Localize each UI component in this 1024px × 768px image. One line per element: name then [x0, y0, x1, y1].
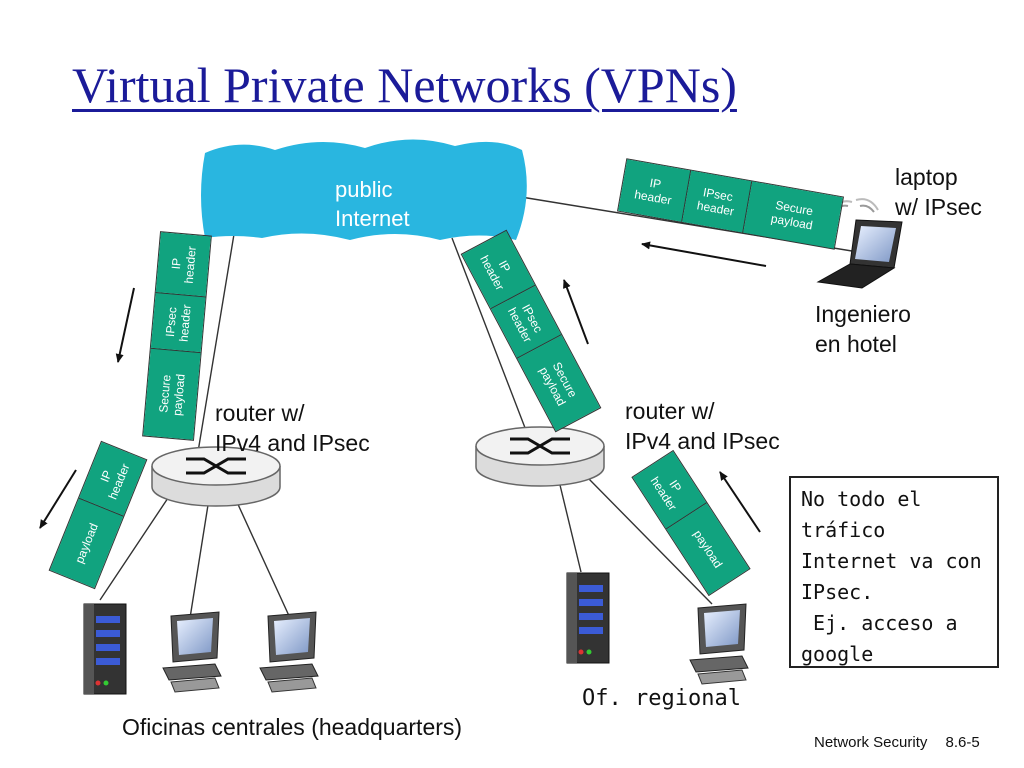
- note-line: Ej. acceso a: [801, 611, 958, 635]
- link-regional-router-pc: [587, 477, 713, 605]
- note-line: tráfico: [801, 518, 886, 542]
- router-regional-icon: [475, 426, 605, 487]
- arrow-regional-lower-up: [719, 471, 761, 533]
- footer-section-title: Network Security: [814, 734, 928, 751]
- slide-footer: Network Security 8.6-5: [814, 734, 980, 751]
- ipsec-note-box: No todo el tráfico Internet va con IPsec…: [789, 476, 999, 668]
- note-line: No todo el: [801, 487, 922, 511]
- note-line: google: [801, 642, 874, 666]
- link-hq-router-pc1: [189, 504, 209, 619]
- public-internet-cloud: [201, 139, 527, 240]
- router-hq-icon: [151, 446, 281, 507]
- network-links: [99, 195, 859, 619]
- server-regional-icon: [566, 572, 610, 664]
- link-hq-router-server: [99, 497, 169, 601]
- footer-slide-number: 8.6-5: [945, 734, 980, 751]
- workstation-regional-icon: [689, 603, 749, 685]
- arrow-regional-up: [563, 279, 589, 345]
- link-cloud-regional-router: [451, 237, 533, 447]
- engineer-hotel-label: Ingeniero en hotel: [815, 301, 911, 357]
- slide-title: Virtual Private Networks (VPNs): [72, 57, 737, 113]
- link-regional-router-server: [559, 484, 582, 573]
- public-internet-label: public Internet: [335, 177, 410, 231]
- arrow-hq-down: [115, 287, 135, 363]
- regional-office-label: Of. regional: [582, 686, 741, 711]
- laptop-label: laptop w/ IPsec: [895, 164, 982, 220]
- direction-arrows: [39, 241, 767, 533]
- arrow-hq-lower-down: [39, 469, 77, 529]
- note-line: IPsec.: [801, 580, 874, 604]
- workstation-hq-2-icon: [259, 611, 319, 693]
- headquarters-label: Oficinas centrales (headquarters): [122, 714, 463, 740]
- note-line: Internet va con: [801, 549, 982, 573]
- link-cloud-hq-router: [195, 209, 239, 465]
- router-hq-label: router w/ IPv4 and IPsec: [215, 400, 370, 456]
- link-hq-router-pc2: [235, 499, 291, 619]
- router-regional-label: router w/ IPv4 and IPsec: [625, 398, 780, 454]
- arrow-laptop-toward-internet: [641, 241, 767, 267]
- server-hq-icon: [83, 603, 127, 695]
- workstation-hq-1-icon: [162, 611, 222, 693]
